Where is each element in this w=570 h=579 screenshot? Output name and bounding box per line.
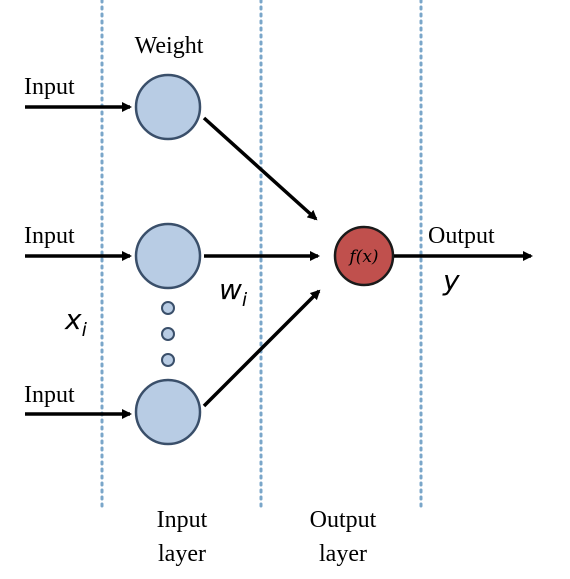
ellipsis-dot-1 [161, 301, 175, 315]
activation-function-label: f(x) [347, 247, 378, 267]
output-layer-label-line-1: Output [310, 507, 377, 533]
output-layer-label-line-2: layer [319, 541, 367, 567]
input-symbol: xi [64, 303, 88, 341]
input-layer-label-line-2: layer [158, 541, 206, 567]
input-symbol-letter: x [64, 303, 82, 336]
input-label-1: Input [24, 74, 75, 100]
ellipsis-dot-2 [161, 327, 175, 341]
input-label-3: Input [24, 382, 75, 408]
weight-symbol: wi [219, 273, 248, 311]
output-node [333, 225, 395, 287]
weight-symbol-subscript: i [242, 289, 248, 311]
weight-node-3 [134, 378, 202, 446]
connection-arrow-1 [202, 116, 318, 221]
output-symbol: y [442, 264, 460, 297]
weight-label: Weight [135, 33, 204, 59]
connection-arrow-3 [202, 289, 321, 408]
weight-symbol-letter: w [219, 273, 242, 306]
weight-node-2 [134, 222, 202, 290]
input-label-2: Input [24, 223, 75, 249]
weight-node-1 [134, 73, 202, 141]
output-label: Output [428, 223, 495, 249]
ellipsis-dot-3 [161, 353, 175, 367]
input-layer-label-line-1: Input [157, 507, 208, 533]
input-symbol-subscript: i [82, 319, 88, 341]
